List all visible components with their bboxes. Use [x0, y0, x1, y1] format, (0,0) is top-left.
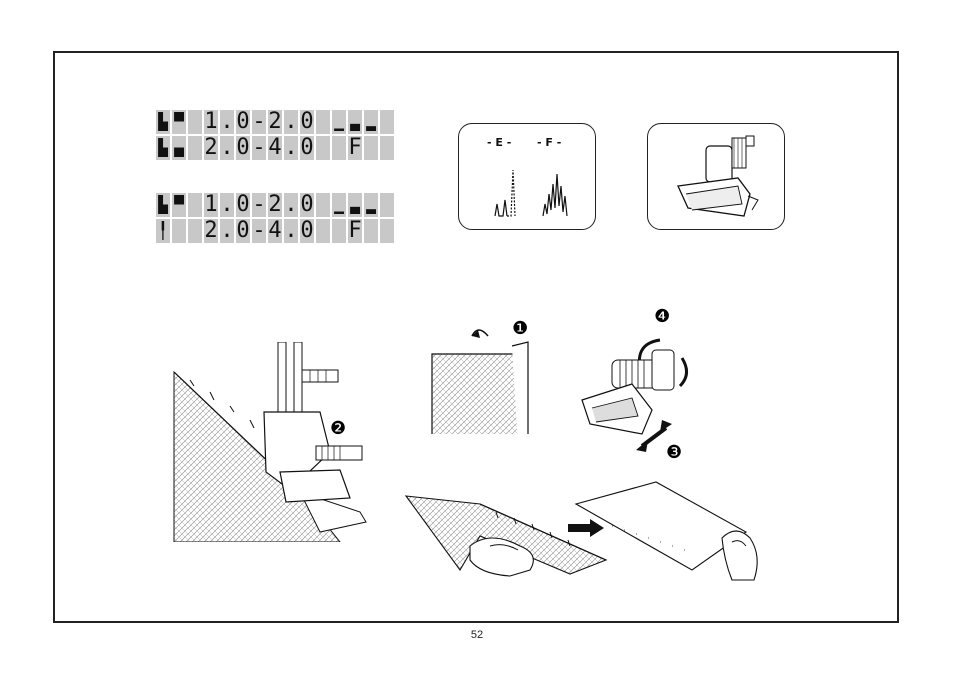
lcd-char: 0: [300, 110, 314, 134]
blind-hem-foot-box: [647, 123, 785, 230]
lcd-char: 1: [204, 110, 218, 134]
page-number: 52: [470, 629, 484, 641]
lcd-stitch-icon: ▂: [364, 110, 378, 134]
lcd-char: F: [348, 219, 362, 243]
lcd-char: 0: [236, 193, 250, 217]
step-marker-3: ❸: [666, 442, 682, 463]
presser-foot-icon: [677, 135, 759, 217]
stitch-label-e: - E -: [487, 136, 512, 149]
lcd-char: 0: [300, 136, 314, 160]
lcd-char: 4: [268, 219, 282, 243]
lcd-char: 4: [268, 136, 282, 160]
lcd-char: .: [220, 110, 234, 134]
lcd-pattern-icon: ▀: [172, 110, 186, 134]
lcd-char: 1: [204, 193, 218, 217]
lcd-char: .: [284, 193, 298, 217]
finished-hem-illustration: [574, 481, 758, 581]
lcd-stitch-icon: ▂: [364, 193, 378, 217]
lcd-char: -: [252, 110, 266, 134]
lcd-pattern-icon: ▙: [156, 110, 170, 134]
lcd-row-2: ▙ ▄ 2 . 0 - 4 . 0 F: [156, 136, 396, 160]
lcd-row-1: ▙ ▀ 1 . 0 - 2 . 0 ▁ ▃ ▂: [156, 193, 396, 217]
lcd-stitch-icon: ▃: [348, 193, 362, 217]
lcd-char: 0: [236, 110, 250, 134]
lcd-char: .: [220, 219, 234, 243]
lcd-char: 2: [268, 193, 282, 217]
lcd-pattern-icon: ▙: [156, 193, 170, 217]
stitch-label-f: - F -: [537, 136, 562, 149]
lcd-char: -: [252, 136, 266, 160]
lcd-char: 2: [204, 136, 218, 160]
lcd-char: .: [220, 136, 234, 160]
lcd-char: 0: [300, 219, 314, 243]
lcd-char: 0: [236, 136, 250, 160]
lcd-pattern-icon: ▀: [172, 193, 186, 217]
lcd-char: .: [220, 193, 234, 217]
foot-adjust-illustration: ❹ ❸: [581, 306, 688, 463]
lcd-char: .: [284, 219, 298, 243]
lcd-foot-icon: ▄: [172, 136, 186, 160]
lcd-row-1: ▙ ▀ 1 . 0 - 2 . 0 ▁ ▃ ▂: [156, 110, 396, 134]
lcd-char: .: [284, 136, 298, 160]
lcd-stitch-icon: ▃: [348, 110, 362, 134]
stitch-pattern-box: - E - - F -: [458, 123, 596, 230]
lcd-foot-icon: ╿: [156, 219, 170, 243]
step-marker-4: ❹: [654, 306, 670, 327]
lcd-char: -: [252, 219, 266, 243]
blind-stitch-icon: [494, 169, 568, 217]
lcd-char: 2: [204, 219, 218, 243]
lcd-row-2: ╿ 2 . 0 - 4 . 0 F: [156, 219, 396, 243]
sewing-foot-illustration: ❷: [173, 342, 367, 542]
lcd-display-1: ▙ ▀ 1 . 0 - 2 . 0 ▁ ▃ ▂ ▙ ▄ 2 . 0 - 4 . …: [156, 110, 408, 160]
hand-fabric-illustration: [404, 495, 608, 577]
step-marker-1: ❶: [512, 318, 528, 339]
right-arrow-icon: [568, 519, 604, 537]
page-frame: [53, 51, 899, 623]
lcd-char: 0: [300, 193, 314, 217]
lcd-char: 0: [236, 219, 250, 243]
folded-fabric-illustration: ❶: [431, 318, 529, 434]
lcd-foot-icon: ▙: [156, 136, 170, 160]
lcd-char: 2: [268, 110, 282, 134]
lcd-char: -: [252, 193, 266, 217]
lcd-char: F: [348, 136, 362, 160]
lcd-stitch-icon: ▁: [332, 193, 346, 217]
step-marker-2: ❷: [330, 418, 346, 439]
lcd-display-2: ▙ ▀ 1 . 0 - 2 . 0 ▁ ▃ ▂ ╿ 2 . 0 - 4 . 0 …: [156, 193, 408, 243]
lcd-stitch-icon: ▁: [332, 110, 346, 134]
lcd-char: .: [284, 110, 298, 134]
